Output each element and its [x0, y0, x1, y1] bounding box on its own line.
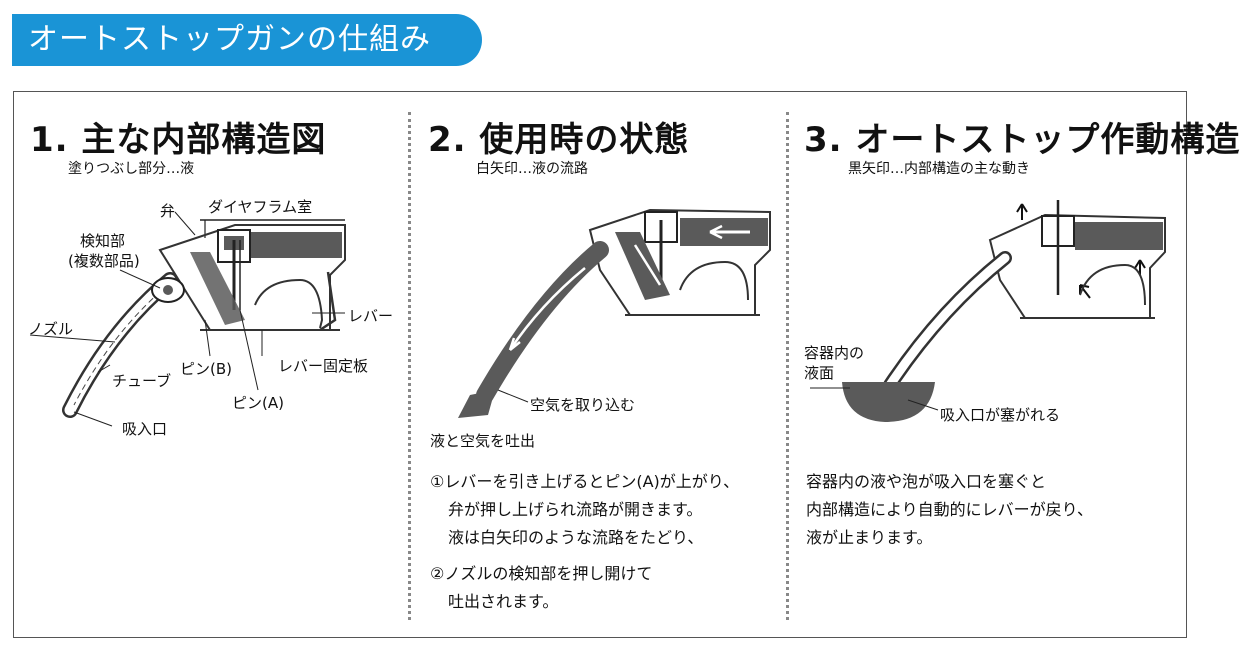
divider-left [408, 112, 411, 620]
label-air-in: 空気を取り込む [530, 396, 636, 414]
label-lever: レバー [348, 307, 394, 325]
label-detector-1: 検知部 [80, 232, 126, 250]
auto-stop-diagram [810, 200, 1166, 422]
structure-diagram [29, 211, 346, 427]
label-discharge: 液と空気を吐出 [430, 432, 536, 450]
label-inlet: 吸入口 [122, 420, 168, 438]
content-frame [13, 91, 1187, 638]
section2-subtitle: 白矢印…液の流路 [476, 161, 588, 177]
page-title-banner: オートストップガンの仕組み [12, 14, 482, 66]
label-pin-a: ピン(A) [232, 394, 284, 412]
section3-text-1: 容器内の液や泡が吸入口を塞ぐと [806, 472, 1047, 491]
section3-text-3: 液が止まります。 [806, 528, 933, 547]
section1-subtitle: 塗りつぶし部分…液 [68, 161, 195, 177]
label-pin-b: ピン(B) [180, 360, 232, 378]
label-surface-1: 容器内の [804, 344, 865, 362]
label-nozzle: ノズル [28, 320, 74, 338]
label-ben: 弁 [160, 202, 176, 220]
section2-text-1: ①レバーを引き上げるとピン(A)が上がり、 [430, 472, 740, 491]
label-diaphragm: ダイヤフラム室 [208, 198, 313, 216]
label-lever-plate: レバー固定板 [278, 357, 369, 375]
section2-text-2: 弁が押し上げられ流路が開きます。 [448, 500, 703, 519]
in-use-diagram [458, 208, 771, 418]
label-surface-2: 液面 [804, 364, 835, 382]
label-detector-2: (複数部品) [68, 252, 140, 270]
section1-title: 1. 主な内部構造図 [30, 120, 327, 160]
section2-title: 2. 使用時の状態 [428, 120, 690, 160]
section2-text-5: 吐出されます。 [448, 592, 559, 611]
section3-subtitle: 黒矢印…内部構造の主な動き [848, 161, 1030, 177]
section3-text-2: 内部構造により自動的にレバーが戻り、 [806, 500, 1094, 519]
divider-right [786, 112, 789, 620]
section3-title: 3. オートストップ作動構造 [804, 120, 1240, 160]
section2-text-4: ②ノズルの検知部を押し開けて [430, 564, 653, 583]
page-title: オートストップガンの仕組み [28, 22, 431, 57]
label-tube: チューブ [112, 372, 172, 390]
section2-text-3: 液は白矢印のような流路をたどり、 [448, 528, 704, 547]
label-inlet-blocked: 吸入口が塞がれる [940, 406, 1061, 424]
